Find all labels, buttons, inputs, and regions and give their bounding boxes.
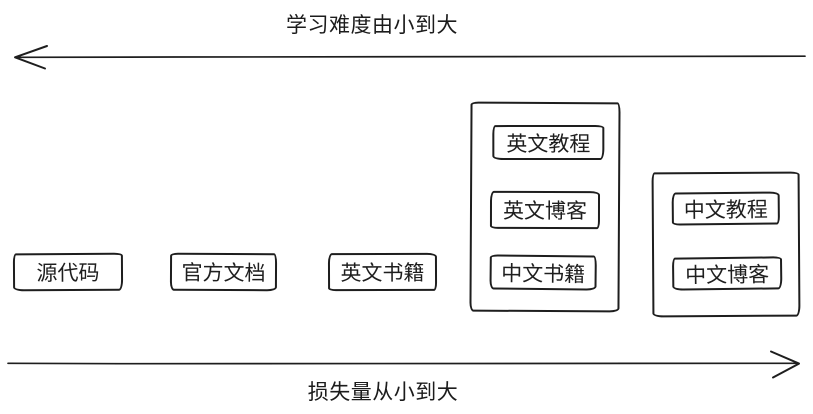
bottom-axis-label: 损失量从小到大: [307, 381, 459, 404]
node-chinese-tutorials-label: 中文教程: [683, 198, 768, 222]
node-official-docs-label: 官方文档: [181, 261, 266, 286]
node-official-docs: 官方文档: [169, 252, 278, 292]
left-arrow: [14, 45, 806, 70]
top-axis-label: 学习难度由小到大: [286, 14, 458, 37]
node-chinese-blogs: 中文博客: [671, 256, 783, 291]
node-english-books-label: 英文书籍: [340, 261, 425, 286]
node-chinese-blogs-label: 中文博客: [685, 262, 770, 288]
node-source-code-label: 源代码: [36, 261, 100, 286]
group-english-resources: 英文教程 英文博客 中文书籍: [469, 101, 621, 313]
node-chinese-books-label: 中文书籍: [501, 262, 586, 286]
node-english-blogs-label: 英文博客: [502, 199, 588, 224]
node-source-code: 源代码: [12, 252, 124, 292]
node-chinese-tutorials: 中文教程: [671, 191, 780, 226]
node-english-tutorials-label: 英文教程: [506, 132, 591, 156]
node-english-blogs: 英文博客: [489, 190, 601, 230]
right-arrow: [7, 350, 800, 379]
node-chinese-books: 中文书籍: [489, 254, 597, 291]
node-english-tutorials: 英文教程: [492, 124, 605, 161]
group-chinese-resources: 中文教程 中文博客: [651, 171, 801, 318]
node-english-books: 英文书籍: [327, 252, 438, 292]
